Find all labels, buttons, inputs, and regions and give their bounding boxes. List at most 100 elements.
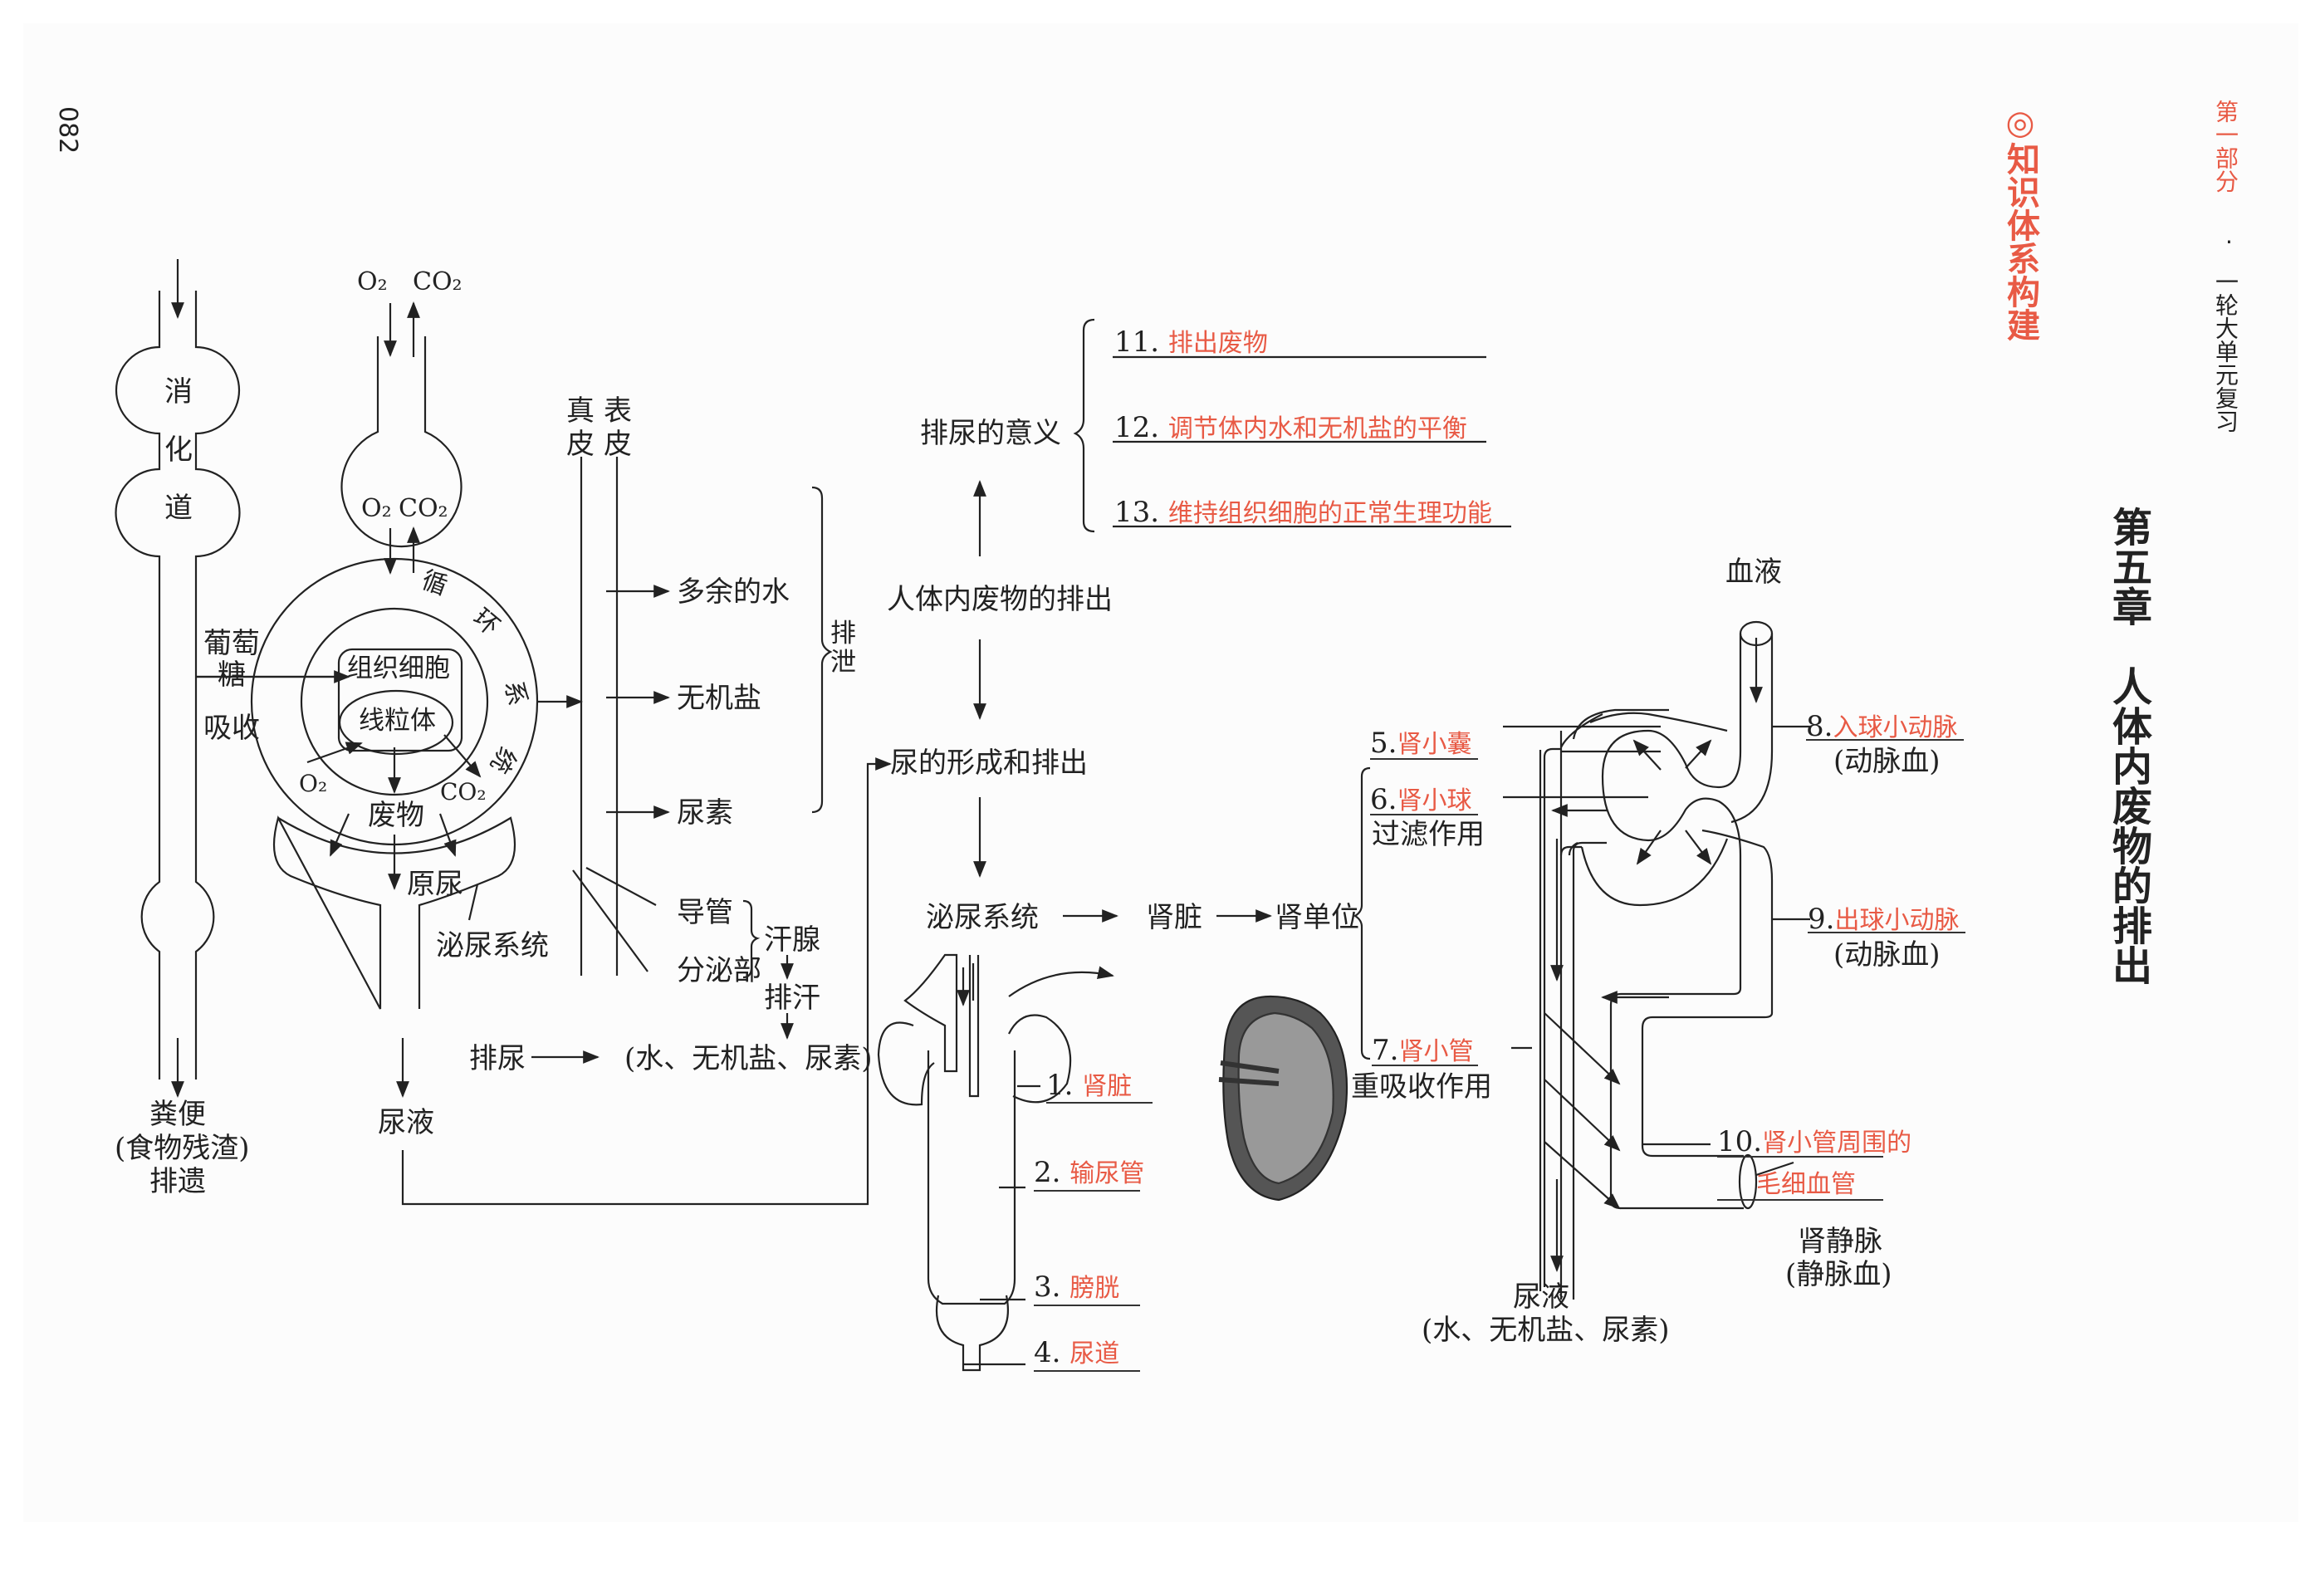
item-number: 7. [1372, 1034, 1399, 1067]
item-number: 4. [1034, 1336, 1061, 1369]
reabsorption-note: 重吸收作用 [1351, 1070, 1492, 1104]
organ-label-4: 4. 尿道 [1034, 1339, 1119, 1367]
answer-underline [1034, 1190, 1140, 1192]
renal-vein-label: 肾静脉 [1798, 1225, 1882, 1258]
organ-label-3: 3. 膀胱 [1034, 1273, 1119, 1301]
output-salt: 无机盐 [677, 682, 761, 715]
kidney-node: 肾脏 [1146, 901, 1202, 934]
dermis-2: 皮 [566, 428, 595, 461]
output-water: 多余的水 [677, 575, 790, 609]
sweat-contents: (水、无机盐、尿素) [624, 1042, 873, 1075]
answer-underline [1034, 1370, 1140, 1372]
page-background [23, 23, 2298, 1522]
answer-underline [1046, 1102, 1153, 1104]
answer-text: 肾脏 [1082, 1072, 1133, 1101]
answer-text: 调节体内水和无机盐的平衡 [1167, 414, 1467, 443]
item-number: 10. [1717, 1125, 1763, 1158]
nephron-label-5: 5.肾小囊 [1370, 729, 1471, 757]
circulation-rings [250, 557, 892, 1206]
item-number: 2. [1034, 1156, 1061, 1189]
meaning-node: 排尿的意义 [920, 417, 1061, 450]
o2-cell: O₂ [299, 770, 328, 797]
n10-answer-line2: 毛细血管 [1756, 1170, 1856, 1199]
answer-text: 尿道 [1069, 1339, 1120, 1368]
item-number: 1. [1046, 1069, 1074, 1102]
nephron-label-10: 10.肾小管周围的 [1717, 1128, 1911, 1156]
excretion-2: 泄 [830, 648, 856, 678]
answer-text: 膀胱 [1069, 1274, 1120, 1303]
organ-label-2: 2. 输尿管 [1034, 1158, 1144, 1187]
sweating-label: 排汗 [764, 982, 820, 1015]
urination-label: 排尿 [469, 1042, 526, 1075]
meaning-item-12: 12. 调节体内水和无机盐的平衡 [1114, 414, 1467, 442]
urine-label-nephron: 尿液 [1513, 1280, 1569, 1314]
item-number: 5. [1370, 727, 1397, 760]
secretory-label: 分泌部 [677, 954, 761, 987]
urine-label-left: 尿液 [378, 1106, 434, 1139]
answer-text: 肾小管 [1398, 1037, 1474, 1066]
waste-label: 废物 [368, 799, 424, 832]
item-number: 9. [1808, 903, 1835, 936]
answer-underline [1806, 739, 1964, 741]
respiratory-organ [340, 301, 463, 575]
glucose-label: 葡萄 [203, 627, 260, 660]
skin-section [531, 457, 833, 1064]
answer-underline [1370, 814, 1478, 815]
o2-inner: O₂ [361, 494, 392, 523]
mitochondria-label: 线粒体 [359, 706, 436, 736]
center-flow [973, 318, 1511, 1060]
feces-note: (食物残渣) [115, 1132, 250, 1165]
item-number: 3. [1034, 1270, 1061, 1304]
nephron-label-9: 9.出球小动脉 [1808, 905, 1959, 933]
answer-underline [1034, 1305, 1140, 1306]
digestive-char-3: 道 [164, 492, 193, 525]
answer-text: 输尿管 [1069, 1159, 1145, 1188]
formation-node: 尿的形成和排出 [890, 747, 1088, 780]
section-title: ◎知识体系构建 [2001, 104, 2039, 341]
organ-label-1: 1. 肾脏 [1046, 1071, 1132, 1099]
renal-vein-note: (静脉血) [1785, 1258, 1892, 1291]
item-number: 6. [1370, 783, 1397, 816]
blood-label: 血液 [1725, 556, 1782, 589]
nephron-label-8: 8.入球小动脉 [1806, 712, 1957, 741]
urinary-system-node: 泌尿系统 [926, 901, 1039, 934]
digestive-char-1: 消 [164, 375, 193, 409]
sweat-gland-label: 汗腺 [764, 923, 820, 957]
epidermis-1: 表 [604, 394, 632, 428]
answer-underline [1370, 758, 1478, 760]
filtration-note: 过滤作用 [1372, 818, 1485, 851]
kidney-section-image [1218, 995, 1348, 1202]
tissue-cell-label: 组织细胞 [347, 654, 450, 683]
answer-text: 排出废物 [1167, 329, 1268, 358]
page-number: 082 [53, 106, 82, 154]
co2-inner: CO₂ [399, 494, 448, 523]
topic-node: 人体内废物的排出 [887, 583, 1113, 616]
item-number: 11. [1114, 326, 1160, 359]
digestive-char-2: 化 [164, 433, 193, 467]
dermis-1: 真 [566, 394, 595, 428]
glucose-label-2: 糖 [218, 658, 246, 692]
answer-text: 入球小动脉 [1833, 713, 1958, 742]
item-number: 12. [1114, 411, 1160, 444]
answer-underline [1372, 1065, 1478, 1066]
nephron-label-7: 7.肾小管 [1372, 1036, 1473, 1065]
n8-note: (动脉血) [1833, 745, 1941, 778]
series-title: 一轮大单元复习 [2212, 270, 2239, 433]
egestion-label: 排遗 [149, 1165, 206, 1198]
answer-text: 肾小囊 [1397, 730, 1472, 759]
nephron-diagram [1503, 620, 1810, 1300]
item-number: 8. [1806, 710, 1833, 743]
primary-urine-label: 原尿 [407, 868, 463, 901]
meaning-item-11: 11. 排出废物 [1114, 328, 1268, 356]
digestive-tract [115, 259, 350, 1098]
answer-text: 出球小动脉 [1834, 906, 1960, 935]
header-separator: · [2215, 228, 2243, 256]
item-number: 13. [1114, 496, 1160, 529]
nephron-label-6: 6.肾小球 [1370, 786, 1471, 814]
o2-top: O₂ [357, 267, 388, 296]
chapter-title: 第五章 人体内废物的排出 [2105, 507, 2151, 985]
duct-label: 导管 [677, 896, 733, 929]
part-label: 第一部分 [2212, 100, 2239, 193]
absorb-label: 吸收 [203, 712, 260, 745]
